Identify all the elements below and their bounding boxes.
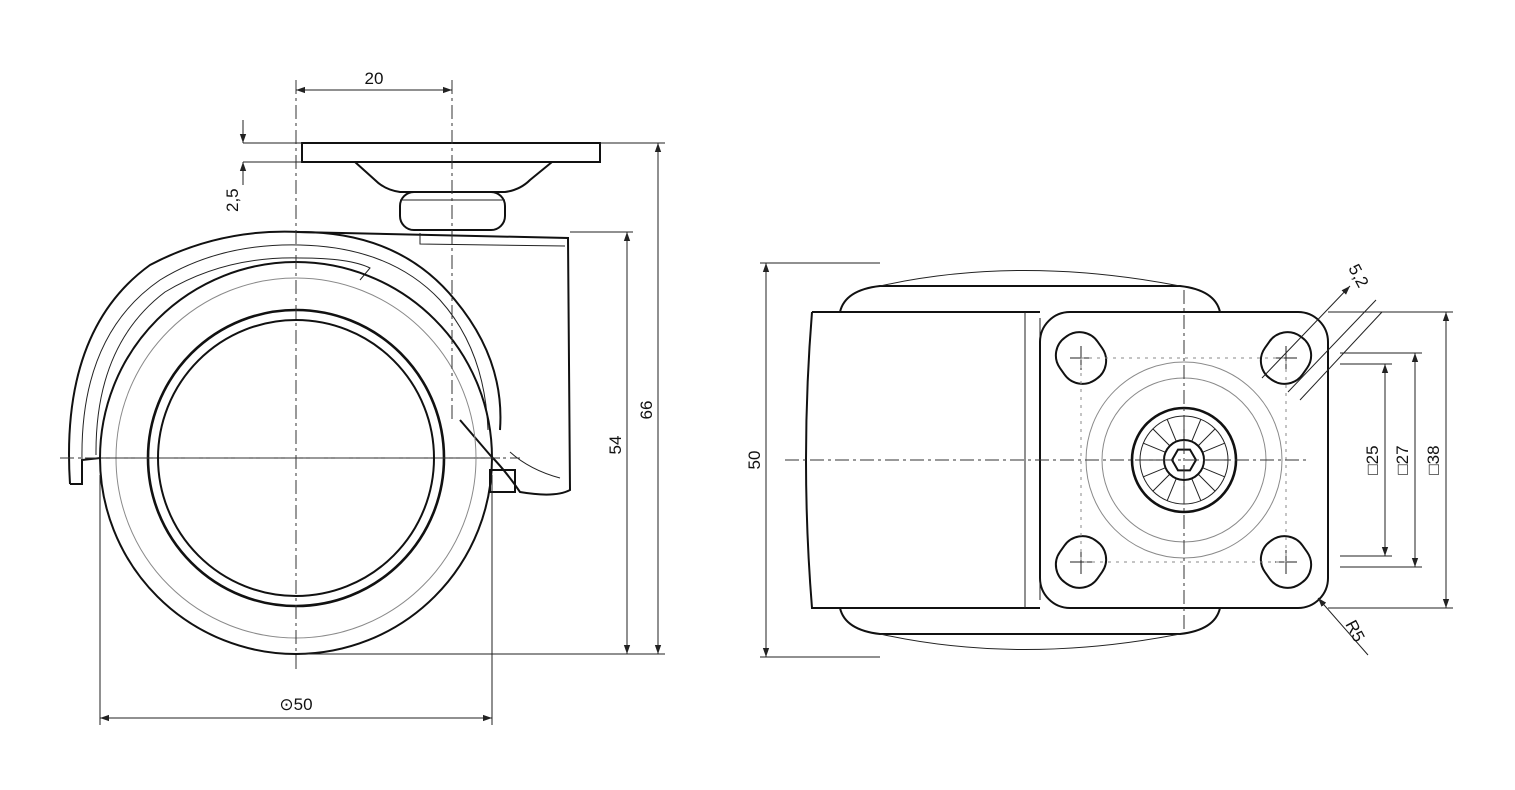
hub-spoke <box>1152 473 1171 492</box>
wheel-rim-inner <box>157 319 435 597</box>
swivel-neck <box>354 161 553 193</box>
dim-plate-thickness: 2,5 <box>223 188 242 212</box>
hub-spoke <box>1143 442 1166 453</box>
dim-wheel-diameter: ⊙50 <box>279 695 312 714</box>
wheel-body <box>805 311 1040 609</box>
dim-plate-offset: 20 <box>365 69 384 88</box>
hub-spoke <box>1191 419 1202 442</box>
dim-hole-size: 5,2 <box>1344 261 1372 291</box>
dim-fork-height: 54 <box>606 436 625 455</box>
dim-wheel-width: 50 <box>745 451 764 470</box>
top-view <box>785 270 1329 650</box>
top-plate <box>301 142 601 163</box>
dim-pitch-mid: □27 <box>1393 445 1412 474</box>
hub-spoke <box>1166 419 1177 442</box>
hub-spoke <box>1202 442 1225 453</box>
side-view <box>60 80 601 672</box>
fork-housing <box>295 231 572 496</box>
hub-spoke <box>1152 428 1171 447</box>
hood-inner <box>81 244 489 461</box>
mounting-hole-tr <box>1259 331 1313 385</box>
dim-total-height: 66 <box>637 401 656 420</box>
top-view-dimensions: 50 □25 □27 □38 5,2 R5 <box>745 261 1453 658</box>
hub-spoke <box>1191 478 1202 501</box>
hub-spoke <box>1197 428 1216 447</box>
dim-pitch-small: □25 <box>1363 445 1382 474</box>
dim-plate-size: □38 <box>1424 445 1443 474</box>
hub-spoke <box>1202 467 1225 478</box>
hub-spoke <box>1166 478 1177 501</box>
hub-spoke <box>1197 473 1216 492</box>
dim-corner-radius: R5 <box>1341 617 1368 645</box>
hood-outer <box>68 230 502 485</box>
hub-spoke <box>1143 467 1166 478</box>
side-view-dimensions: 20 2,5 66 54 ⊙50 <box>99 69 665 725</box>
mounting-hole-bl <box>1054 535 1108 589</box>
